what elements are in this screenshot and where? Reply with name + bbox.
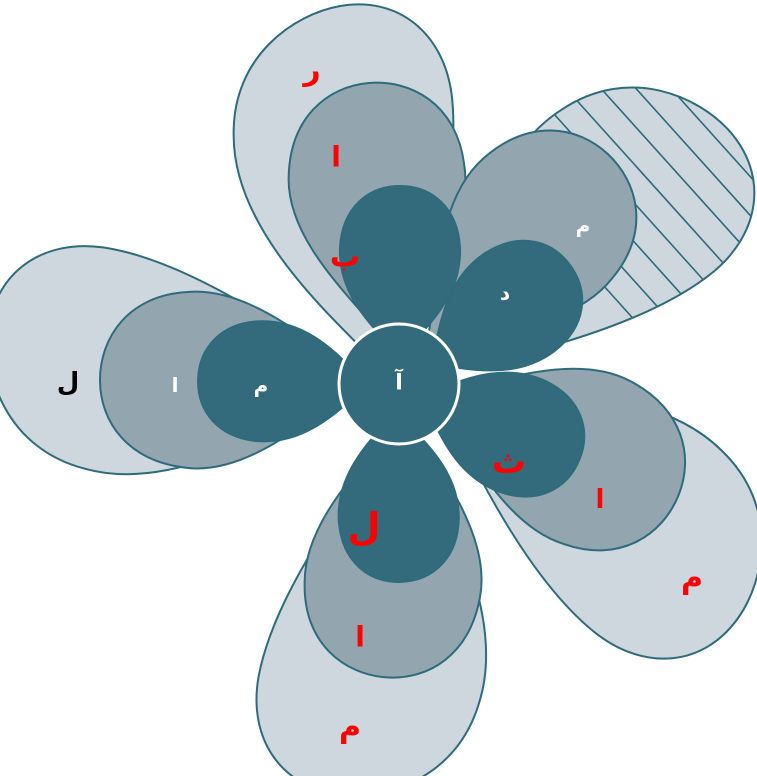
upper-right-petal-middle-label: م [576, 213, 591, 237]
lower-right-petal-inner-label: ث [492, 442, 526, 482]
bottom-petal-middle-label: ا [355, 621, 365, 654]
left-petal-outer-label: ل [57, 368, 80, 398]
top-petal-middle-label: ا [331, 141, 341, 174]
bottom-petal-inner-label: ل [348, 505, 381, 549]
lower-right-petal-middle-label: ا [596, 485, 605, 515]
upper-right-petal-inner-label: د [500, 281, 510, 305]
bottom-petal-outer-label: م [339, 710, 361, 745]
center-label: آ [394, 368, 403, 396]
lower-right-petal-outer-label: م [681, 561, 703, 596]
top-petal-inner-label: ب [330, 240, 360, 275]
left-petal-inner-label: م [254, 373, 269, 397]
left-petal-middle-label: ا [172, 373, 179, 397]
top-petal-outer-label: ر [301, 53, 320, 88]
